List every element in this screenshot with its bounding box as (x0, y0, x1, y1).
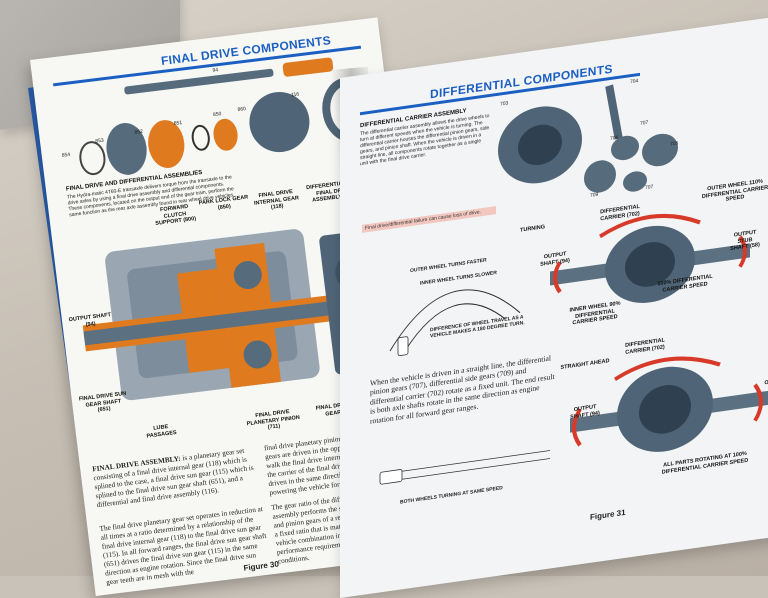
straight-paragraph: When the vehicle is driven in a straight… (370, 353, 555, 426)
part-number: 850 (212, 111, 222, 119)
assembly-paragraph: FINAL DRIVE ASSEMBLY: is a planetary gea… (92, 445, 261, 510)
label-planetary-pinion: FINAL DRIVE PLANETARY PINION (711) (246, 409, 301, 431)
part-number: 852 (134, 128, 144, 136)
part-number: 703 (500, 100, 509, 108)
cutaway-illustration (82, 229, 395, 401)
exploded-parts-illustration (79, 57, 375, 176)
straight-path-diagram (379, 450, 550, 485)
turning-label: TURNING (520, 224, 546, 234)
label-lube-passages: LUBE PASSAGES (146, 423, 177, 440)
part-number: 851 (173, 119, 183, 127)
part-number: 707 (645, 183, 654, 192)
turning-differential-illustration (550, 213, 750, 303)
figure-caption: Figure 31 (590, 507, 626, 522)
part-number: 707 (640, 119, 649, 127)
left-page: FINAL DRIVE COMPONENTS 854 853 852 851 8… (30, 17, 444, 596)
part-number: 706 (610, 134, 619, 143)
part-number: 94 (212, 67, 219, 74)
part-number: 860 (237, 106, 247, 114)
part-number: 704 (630, 78, 639, 86)
paragraph-2: The final drive planetary gear set opera… (99, 505, 267, 587)
right-page: DIFFERENTIAL COMPONENTS DIFFERENTIAL CAR… (340, 14, 768, 598)
part-number: 705 (670, 140, 679, 148)
label-internal-gear: FINAL DRIVE INTERNAL GEAR (118) (253, 188, 300, 211)
caution-note: Final drive/differential failure can cau… (362, 206, 496, 233)
part-number: 116 (290, 91, 300, 99)
part-number: 853 (95, 137, 105, 145)
differential-parts-illustration (498, 84, 678, 193)
straight-differential-illustration (570, 356, 768, 452)
part-number: 709 (590, 191, 599, 199)
turn-path-diagram (389, 289, 521, 356)
part-number: 854 (61, 151, 71, 159)
